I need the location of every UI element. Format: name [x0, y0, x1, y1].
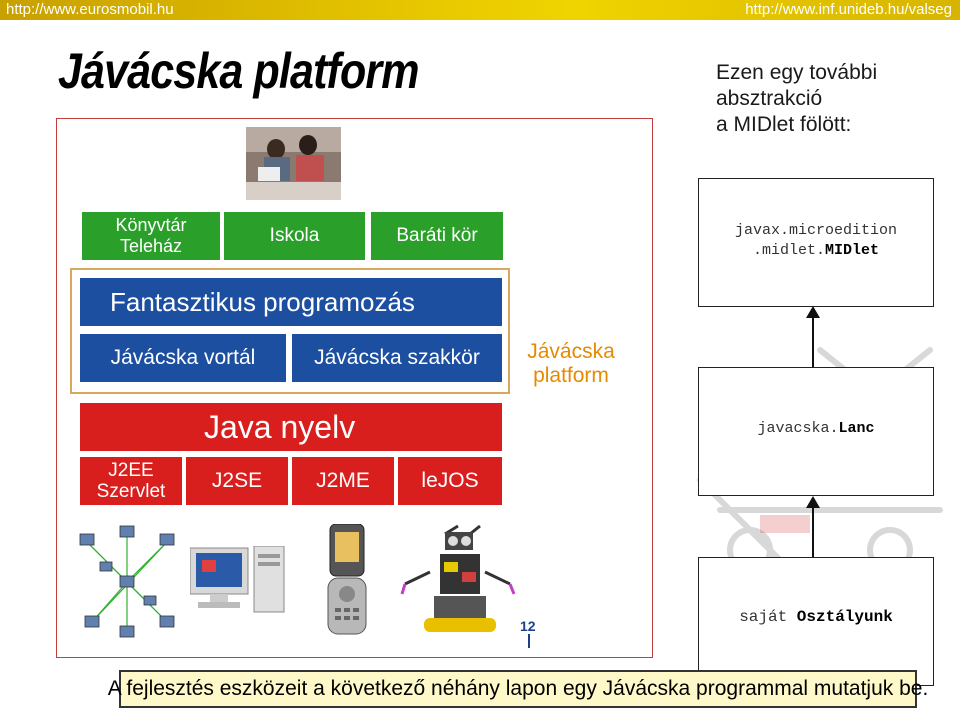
- fantasztikus-programozas-box: Fantasztikus programozás: [80, 278, 502, 326]
- inheritance-arrow-line: [812, 318, 814, 368]
- note-line: a MIDlet fölött:: [716, 113, 852, 136]
- students-photo: [246, 127, 341, 200]
- platform-group-frame: [70, 268, 510, 394]
- platform-label-line: Jávácska: [527, 340, 615, 363]
- page-number: 12: [520, 618, 536, 634]
- lejos-box: leJOS: [398, 457, 502, 505]
- sajat-class-name: saját Osztályunk: [699, 608, 933, 626]
- desktop-computer-illustration: [190, 546, 285, 613]
- inheritance-arrowhead: [806, 496, 820, 508]
- lanc-class-name: javacska.Lanc: [699, 420, 933, 437]
- sajat-class: Osztályunk: [796, 608, 893, 626]
- header-url-left[interactable]: http://www.eurosmobil.hu: [6, 1, 174, 18]
- java-nyelv-box: Java nyelv: [80, 403, 502, 451]
- j2ee-label: J2EE: [108, 460, 154, 481]
- midlet-class: MIDlet: [825, 242, 880, 259]
- j2se-box: J2SE: [186, 457, 288, 505]
- javacska-vortal-box: Jávácska vortál: [80, 334, 286, 382]
- midlet-subpackage: .midlet.: [752, 242, 825, 259]
- mobile-phone-illustration: [327, 524, 367, 635]
- platform-label-line: platform: [533, 364, 609, 387]
- network-illustration: [79, 525, 175, 638]
- konyvtar-label: Könyvtár: [115, 215, 187, 235]
- lanc-class: Lanc: [838, 420, 875, 437]
- konyvtar-teleház-box: Könyvtár Teleház: [82, 212, 220, 260]
- midlet-class-box: javax.microedition .midlet.MIDlet: [698, 178, 934, 307]
- j2me-box: J2ME: [292, 457, 394, 505]
- sajat-label: saját: [739, 608, 797, 626]
- midlet-class-line: .midlet.MIDlet: [699, 241, 933, 261]
- note-line: Ezen egy további: [716, 61, 878, 84]
- midlet-package: javax.microedition: [734, 222, 898, 239]
- page-number-tick: [528, 634, 530, 648]
- javacska-szakkor-box: Jávácska szakkör: [292, 334, 502, 382]
- lego-robot-illustration: [400, 524, 516, 632]
- inheritance-arrowhead: [806, 306, 820, 318]
- javacska-platform-label: Jávácska platform: [516, 340, 626, 388]
- iskola-box: Iskola: [224, 212, 365, 260]
- j2ee-szervlet-box: J2EE Szervlet: [80, 457, 182, 505]
- note-text: Ezen egy további absztrakció a MIDlet fö…: [716, 60, 877, 138]
- midlet-class-name: javax.microedition .midlet.MIDlet: [699, 221, 933, 261]
- footer-caption: A fejlesztés eszközeit a következő néhán…: [108, 670, 928, 708]
- header-url-right[interactable]: http://www.inf.unideb.hu/valseg: [745, 1, 952, 18]
- telehaz-label: Teleház: [119, 236, 183, 256]
- szervlet-label: Szervlet: [96, 481, 166, 502]
- lanc-package: javacska.: [757, 420, 839, 437]
- lanc-class-box: javacska.Lanc: [698, 367, 934, 496]
- header-bar: http://www.eurosmobil.hu http://www.inf.…: [0, 0, 960, 20]
- inheritance-arrow-line: [812, 508, 814, 558]
- slide-title: Jávácska platform: [58, 43, 420, 99]
- note-line: absztrakció: [716, 87, 823, 110]
- diagram-frame: [56, 118, 653, 658]
- barati-kor-box: Baráti kör: [371, 212, 503, 260]
- sajat-class-box: saját Osztályunk: [698, 557, 934, 686]
